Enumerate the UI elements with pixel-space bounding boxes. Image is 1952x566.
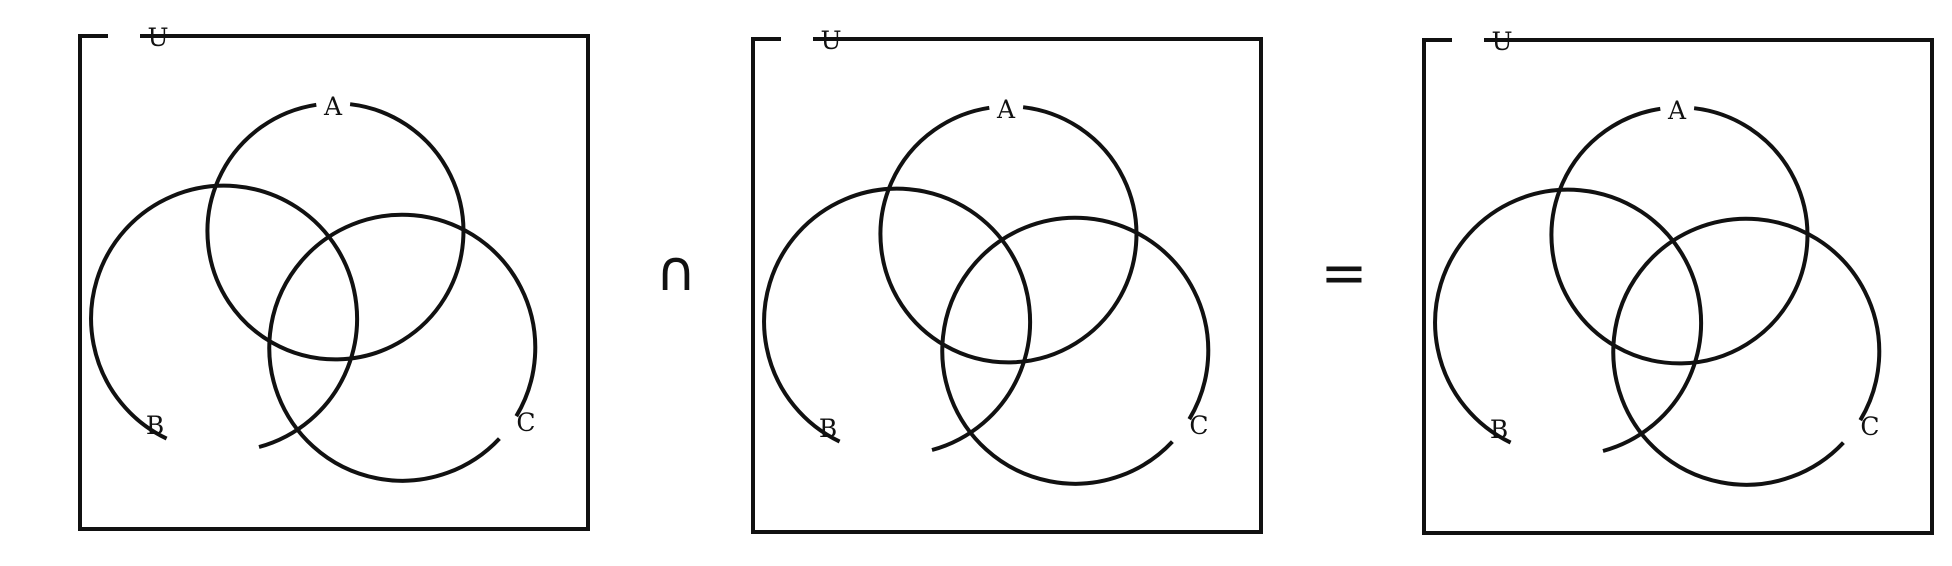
- venn-diagram-2: U A B C: [751, 26, 1263, 534]
- venn-diagram-result: U A B C: [1422, 27, 1934, 535]
- universe-frame-3: [1422, 38, 1934, 535]
- circle-c-3: [1611, 216, 1882, 487]
- set-label-b-2: B: [819, 414, 837, 443]
- set-label-c-2: C: [1189, 411, 1208, 440]
- set-label-c-1: C: [516, 408, 535, 437]
- circle-a-3: [1549, 106, 1810, 366]
- universe-label-2: U: [820, 26, 841, 55]
- equals-operator: =: [1321, 241, 1368, 306]
- circle-b-2: [762, 186, 1033, 452]
- universe-frame-1: [78, 34, 590, 531]
- circle-c-1: [267, 212, 538, 483]
- set-label-a-2: A: [996, 95, 1016, 124]
- set-label-b-3: B: [1490, 415, 1508, 444]
- circle-a-2: [878, 105, 1139, 365]
- set-label-c-3: C: [1860, 412, 1879, 441]
- circle-c-2: [940, 215, 1211, 486]
- set-label-a-1: A: [323, 92, 343, 121]
- universe-label-1: U: [147, 23, 168, 52]
- universe-label-3: U: [1491, 27, 1512, 56]
- circle-b-1: [89, 183, 360, 449]
- venn-diagram-1: U A B C: [78, 23, 590, 531]
- intersection-operator: ∩: [656, 239, 697, 304]
- set-label-b-1: B: [146, 411, 164, 440]
- universe-frame-2: [751, 37, 1263, 534]
- set-label-a-3: A: [1667, 96, 1687, 125]
- circle-a-1: [205, 102, 466, 362]
- circle-b-3: [1433, 187, 1704, 453]
